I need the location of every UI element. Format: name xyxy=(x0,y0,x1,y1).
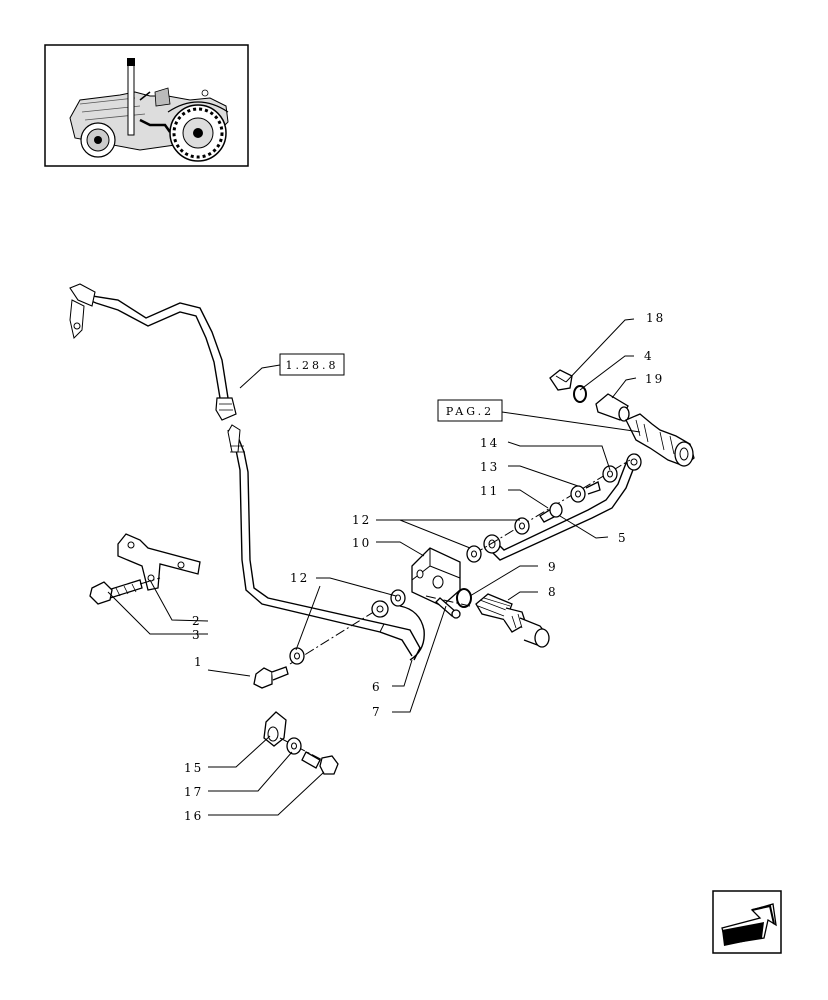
callout-7: 7 xyxy=(372,705,382,719)
callout-13: 13 xyxy=(480,460,499,474)
pipe-6 xyxy=(227,424,425,661)
washer-12-mid xyxy=(371,589,406,618)
oring-4 xyxy=(573,385,587,403)
callout-3: 3 xyxy=(192,628,202,642)
fitting-19 xyxy=(595,393,630,422)
next-page-arrow-icon[interactable] xyxy=(712,890,782,954)
washer-12-lower xyxy=(289,647,305,665)
washer-13 xyxy=(570,481,601,503)
callout-1: 1 xyxy=(194,655,204,669)
callout-11: 11 xyxy=(480,484,499,498)
callout-12-upper: 12 xyxy=(352,513,371,527)
bracket-2 xyxy=(117,533,201,591)
callout-18: 18 xyxy=(646,311,665,325)
bolt-11 xyxy=(539,502,563,523)
callout-leaders xyxy=(107,318,637,816)
oring-9 xyxy=(456,588,472,608)
callout-numbers: 18 4 19 14 13 11 12 10 5 9 8 12 2 3 1 6 … xyxy=(184,311,665,823)
leader-1-28-8 xyxy=(239,364,281,389)
block-10 xyxy=(411,547,471,607)
callout-10: 10 xyxy=(352,536,371,550)
callout-9: 9 xyxy=(548,560,558,574)
tractor-thumbnail-icon xyxy=(44,44,249,167)
callout-4: 4 xyxy=(644,349,654,363)
bolt-1 xyxy=(253,607,381,689)
reference-box-1-28-8[interactable]: 1.28.8 xyxy=(279,353,345,376)
callout-12-lower: 12 xyxy=(290,571,309,585)
svg-text:PAG.2: PAG.2 xyxy=(446,405,494,418)
callout-15: 15 xyxy=(184,761,203,775)
coupling-8 xyxy=(475,593,550,648)
bolt-16 xyxy=(301,751,339,775)
svg-text:1.28.8: 1.28.8 xyxy=(286,359,339,372)
callout-17: 17 xyxy=(184,785,203,799)
callout-5: 5 xyxy=(618,531,628,545)
washer-17 xyxy=(286,737,302,755)
coupling-pag2 xyxy=(625,413,695,467)
callout-19: 19 xyxy=(645,372,664,386)
clamp-15 xyxy=(263,711,331,765)
washer-14 xyxy=(602,465,618,483)
callout-6: 6 xyxy=(372,680,382,694)
washer-12-upper xyxy=(466,517,530,563)
reference-box-pag-2[interactable]: PAG.2 xyxy=(437,399,503,422)
callout-8: 8 xyxy=(548,585,558,599)
leader-pag-2 xyxy=(501,411,641,433)
callout-16: 16 xyxy=(184,809,203,823)
upper-pipe xyxy=(69,283,237,421)
clip-18 xyxy=(549,369,573,391)
bolt-3 xyxy=(89,577,161,605)
callout-2: 2 xyxy=(192,614,202,628)
callout-14: 14 xyxy=(480,436,499,450)
